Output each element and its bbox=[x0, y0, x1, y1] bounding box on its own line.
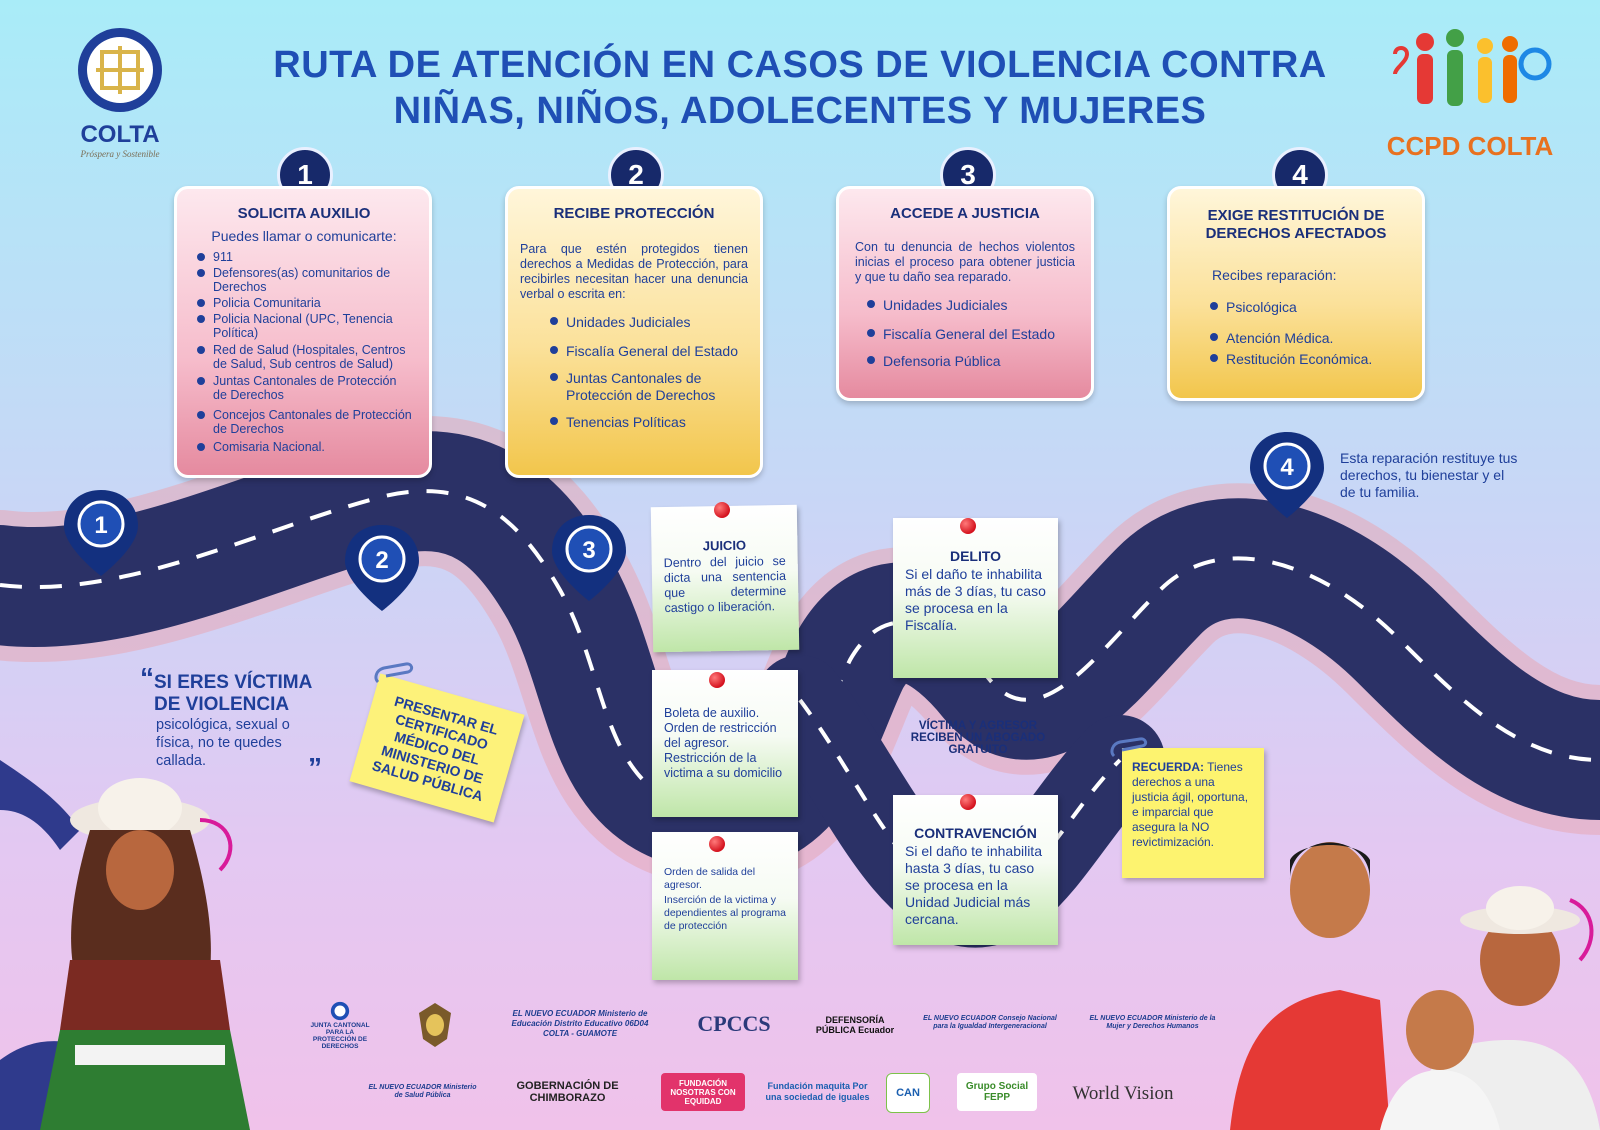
sponsor-logo: EL NUEVO ECUADOR Ministerio de Educación… bbox=[511, 1009, 649, 1038]
step-intro: Puedes llamar o comunicarte: bbox=[211, 228, 397, 244]
step-title: EXIGE RESTITUCIÓN DE DERECHOS AFECTADOS bbox=[1205, 207, 1387, 242]
quote-close-mark: ” bbox=[308, 752, 322, 783]
sponsor-logo: EL NUEVO ECUADOR Ministerio de la Mujer … bbox=[1089, 1015, 1216, 1030]
list-item: Juntas Cantonales de Protección de Derec… bbox=[195, 374, 413, 402]
sponsor-logo: DEFENSORÍA PÚBLICA Ecuador bbox=[815, 1015, 895, 1035]
list-item: Restricción de la victima a su domicilio bbox=[664, 751, 783, 780]
sponsor-logo: Grupo Social FEPP bbox=[957, 1073, 1037, 1111]
pin-icon bbox=[714, 502, 730, 518]
step-title: SOLICITA AUXILIO bbox=[237, 205, 371, 222]
sponsor-logo: EL NUEVO ECUADOR Ministerio de Salud Púb… bbox=[368, 1084, 477, 1099]
lawyer-text: VÍCTIMA Y AGRESOR RECIBEN UN ABOGADO GRA… bbox=[910, 720, 1046, 756]
sponsor-logo bbox=[410, 998, 460, 1050]
step-card-recibe-proteccion: RECIBE PROTECCIÓN Para que estén protegi… bbox=[505, 186, 763, 478]
sponsor-logo: Fundación maquita Por una sociedad de ig… bbox=[765, 1081, 870, 1102]
family-illustration bbox=[1230, 842, 1600, 1130]
list-item: Defensores(as) comunitarios de Derechos bbox=[195, 266, 413, 294]
reparation-text: Esta reparación restituye tus derechos, … bbox=[1340, 450, 1518, 500]
list-item: Psicológica bbox=[1208, 299, 1406, 316]
step-intro: Recibes reparación: bbox=[1212, 267, 1337, 283]
list-item: Fiscalía General del Estado bbox=[548, 343, 748, 360]
marker-number: 1 bbox=[94, 512, 107, 539]
sponsor-logo: World Vision bbox=[1072, 1083, 1174, 1104]
step-list: 911 Defensores(as) comunitarios de Derec… bbox=[195, 250, 413, 454]
location-marker-3: 3 bbox=[552, 515, 626, 601]
list-item: Boleta de auxilio. bbox=[664, 706, 760, 720]
step-intro: Para que estén protegidos tienen derecho… bbox=[520, 242, 748, 301]
sponsor-logo: GOBERNACIÓN DE CHIMBORAZO bbox=[516, 1080, 619, 1104]
paper-clip-icon bbox=[1110, 737, 1148, 758]
marker-number: 3 bbox=[582, 537, 595, 564]
list-item: Fiscalía General del Estado bbox=[865, 326, 1075, 343]
step-list: Psicológica Atención Médica. Restitución… bbox=[1186, 299, 1406, 368]
list-item: Policia Comunitaria bbox=[195, 296, 413, 310]
list-item: Inserción de la victima y dependientes a… bbox=[664, 894, 787, 932]
colta-logo: COLTA Próspera y Sostenible bbox=[60, 24, 190, 164]
list-item: Atención Médica. bbox=[1208, 330, 1406, 347]
list-item: Orden de restricción del agresor. bbox=[664, 721, 777, 750]
note-boleta: Boleta de auxilio. Orden de restricción … bbox=[652, 670, 798, 817]
step-title: RECIBE PROTECCIÓN bbox=[553, 205, 715, 222]
step-title: ACCEDE A JUSTICIA bbox=[890, 205, 1040, 222]
list-item: Policia Nacional (UPC, Tenencia Política… bbox=[195, 312, 413, 340]
step-card-accede-justicia: ACCEDE A JUSTICIA Con tu denuncia de hec… bbox=[836, 186, 1094, 401]
list-item: Restitución Económica. bbox=[1208, 351, 1406, 368]
location-marker-4: 4 bbox=[1250, 432, 1324, 518]
paper-clip-icon bbox=[374, 662, 414, 684]
pin-icon bbox=[960, 518, 976, 534]
sponsor-logo: CAN bbox=[886, 1073, 930, 1113]
note-orden-salida: Orden de salida del agresor. Inserción d… bbox=[652, 832, 798, 980]
page-title: RUTA DE ATENCIÓN EN CASOS DE VIOLENCIA C… bbox=[273, 44, 1327, 132]
crying-woman-illustration bbox=[0, 760, 250, 1130]
list-item: Comisaria Nacional. bbox=[195, 440, 413, 454]
step-card-exige-restitucion: EXIGE RESTITUCIÓN DE DERECHOS AFECTADOS … bbox=[1167, 186, 1425, 401]
location-marker-2: 2 bbox=[345, 525, 419, 611]
note-recuerda: RECUERDA: Tienes derechos a una justicia… bbox=[1122, 748, 1264, 878]
ccpd-logo: CCPD COLTA bbox=[1385, 24, 1555, 164]
marker-number: 4 bbox=[1280, 454, 1294, 481]
list-item: 911 bbox=[195, 250, 413, 264]
colta-emblem-icon bbox=[78, 28, 162, 112]
note-delito: DELITO Si el daño te inhabilita más de 3… bbox=[893, 518, 1058, 678]
pin-icon bbox=[960, 794, 976, 810]
sponsor-logo: FUNDACIÓN NOSOTRAS CON EQUIDAD bbox=[661, 1073, 745, 1111]
family-figures-icon bbox=[1393, 29, 1552, 106]
pin-icon bbox=[709, 836, 725, 852]
list-item: Juntas Cantonales de Protección de Derec… bbox=[548, 370, 748, 404]
pin-icon bbox=[709, 672, 725, 688]
note-juicio: JUICIO Dentro del juicio se dicta una se… bbox=[650, 504, 800, 653]
list-item: Unidades Judiciales bbox=[548, 314, 748, 331]
emblem-icon bbox=[330, 1001, 350, 1021]
list-item: Tenencias Políticas bbox=[548, 414, 748, 431]
location-marker-1: 1 bbox=[64, 490, 138, 576]
sponsor-logo: EL NUEVO ECUADOR Consejo Nacional para l… bbox=[923, 1015, 1057, 1030]
coat-of-arms-icon bbox=[419, 1003, 451, 1047]
step-list: Unidades Judiciales Fiscalía General del… bbox=[855, 297, 1075, 370]
sponsor-logo: JUNTA CANTONAL PARA LA PROTECCIÓN DE DER… bbox=[305, 1000, 375, 1050]
list-item: Defensoria Pública bbox=[865, 353, 1075, 370]
step-list: Unidades Judiciales Fiscalía General del… bbox=[520, 314, 748, 431]
marker-number: 2 bbox=[375, 547, 388, 574]
step-card-solicita-auxilio: SOLICITA AUXILIO Puedes llamar o comunic… bbox=[174, 186, 432, 478]
list-item: Concejos Cantonales de Protección de Der… bbox=[195, 408, 413, 436]
list-item: Orden de salida del agresor. bbox=[664, 866, 756, 891]
step-intro: Con tu denuncia de hechos violentos inic… bbox=[855, 240, 1075, 284]
quote-open-mark: “ bbox=[140, 662, 154, 693]
list-item: Unidades Judiciales bbox=[865, 297, 1075, 314]
note-contravencion: CONTRAVENCIÓN Si el daño te inhabilita h… bbox=[893, 795, 1058, 945]
list-item: Red de Salud (Hospitales, Centros de Sal… bbox=[195, 343, 413, 371]
victim-quote: “ SI ERES VÍCTIMA DE VIOLENCIA psicológi… bbox=[140, 662, 322, 783]
sponsor-logo: CPCCS bbox=[697, 1011, 771, 1036]
